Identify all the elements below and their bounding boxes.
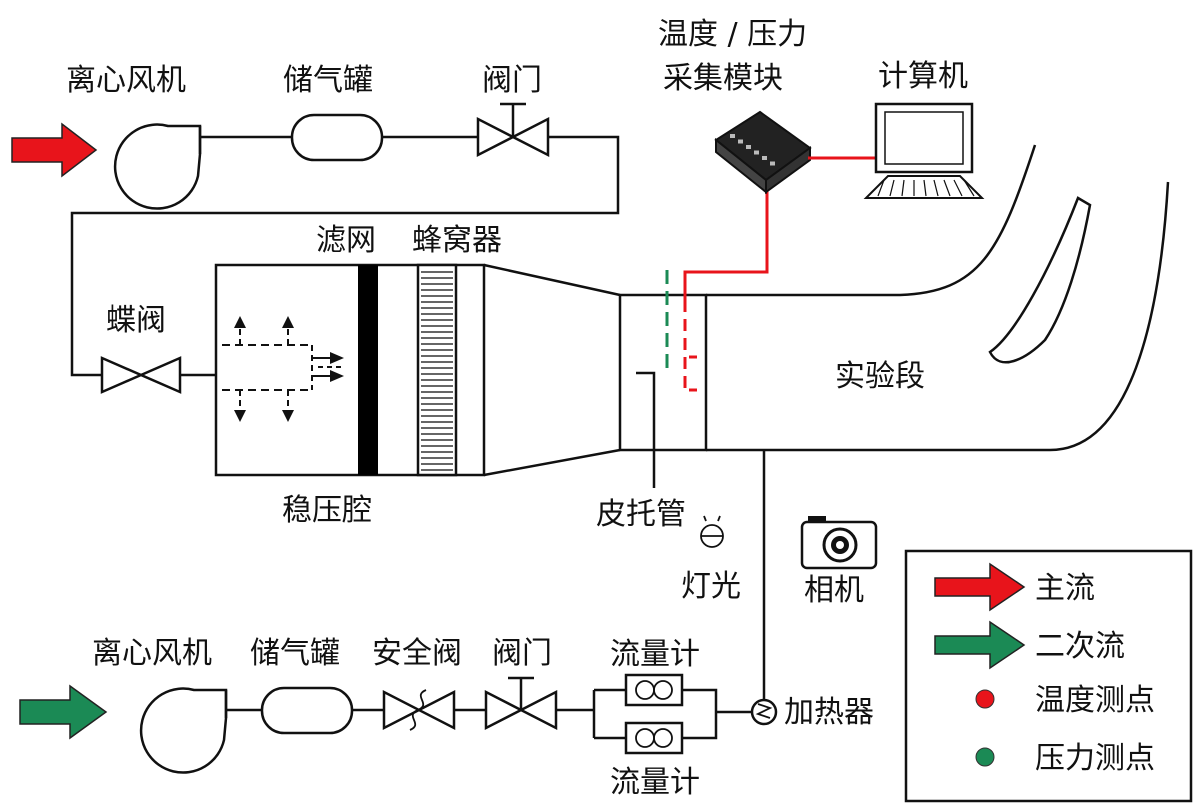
pitot-tube — [636, 371, 656, 488]
flowmeter-bottom-icon — [624, 721, 684, 755]
top-centrifugal-fan-icon — [113, 123, 202, 210]
top-valve-icon — [476, 102, 550, 158]
keyboard-key-line — [901, 179, 905, 197]
legend-secondary-flow-label: 二次流 — [1035, 629, 1125, 664]
label-safety-valve: 安全阀 — [372, 636, 462, 671]
keyboard-key-line — [953, 179, 963, 197]
legend-temperature-label: 温度测点 — [1035, 683, 1155, 718]
daq-port — [730, 134, 735, 138]
label-top-valve: 阀门 — [482, 63, 542, 98]
label-butterfly-valve: 蝶阀 — [106, 303, 166, 338]
label-daq-line1: 温度 / 压力 — [658, 17, 807, 52]
label-flowmeter-top: 流量计 — [610, 637, 700, 672]
filter-screen — [358, 265, 378, 475]
legend-pressure-label: 压力测点 — [1035, 741, 1155, 776]
keyboard-key-line — [943, 179, 951, 197]
bottom-centrifugal-fan-icon — [139, 687, 228, 774]
temperature-probe-line — [683, 180, 769, 392]
label-flowmeter-bottom: 流量计 — [610, 765, 700, 800]
keyboard-key-line — [933, 179, 939, 197]
label-plenum: 稳压腔 — [282, 493, 372, 528]
bottom-valve-icon — [484, 676, 558, 731]
keyboard-key-line — [877, 179, 885, 197]
main-flow-inlet-arrow-icon — [11, 122, 98, 178]
legend-temperature-dot-icon — [975, 689, 995, 709]
safety-valve-icon — [382, 689, 456, 731]
secondary-flow-inlet-arrow-icon — [19, 684, 108, 740]
label-camera: 相机 — [804, 573, 864, 608]
label-top-tank: 储气罐 — [283, 63, 373, 98]
label-bottom-fan: 离心风机 — [92, 636, 212, 671]
label-bottom-valve: 阀门 — [492, 636, 552, 671]
heater-icon — [750, 698, 778, 726]
flowmeter-top-icon — [624, 673, 684, 707]
label-top-fan: 离心风机 — [66, 63, 186, 98]
label-honeycomb: 蜂窝器 — [412, 223, 502, 258]
plenum-flow-arrows — [222, 316, 344, 422]
label-bottom-tank: 储气罐 — [250, 636, 340, 671]
label-pitot: 皮托管 — [596, 497, 686, 532]
bottom-storage-tank-icon — [260, 686, 354, 735]
legend-main-flow-label: 主流 — [1035, 571, 1095, 606]
daq-module-icon — [714, 110, 812, 195]
label-filter: 滤网 — [316, 223, 376, 258]
butterfly-valve-icon — [100, 356, 182, 394]
label-computer: 计算机 — [878, 59, 968, 94]
daq-port — [746, 145, 751, 149]
light-icon — [700, 515, 724, 548]
turbine-blade-icon — [988, 196, 1092, 364]
legend-secondary-flow-arrow-icon — [934, 620, 1026, 670]
legend-pressure-dot-icon — [975, 747, 995, 767]
keyboard-key-line — [963, 179, 975, 197]
label-daq-line2: 采集模块 — [663, 61, 783, 96]
measurement-section — [618, 293, 708, 452]
label-light: 灯光 — [681, 569, 741, 604]
top-storage-tank-icon — [290, 113, 384, 162]
keyboard-key-line — [923, 179, 927, 197]
test-section-outline — [706, 144, 1170, 452]
honeycomb-element — [416, 263, 458, 477]
label-test-section: 实验段 — [835, 359, 925, 394]
legend-main-flow-arrow-icon — [934, 562, 1026, 612]
daq-port — [754, 150, 759, 155]
keyboard-key-line — [889, 179, 895, 197]
contraction-nozzle — [483, 263, 621, 477]
camera-icon — [800, 516, 878, 570]
daq-port — [738, 139, 743, 144]
daq-port — [770, 161, 775, 166]
daq-port — [762, 156, 767, 160]
plenum-chamber — [214, 263, 486, 477]
computer-icon — [863, 102, 985, 199]
label-heater: 加热器 — [784, 695, 874, 730]
